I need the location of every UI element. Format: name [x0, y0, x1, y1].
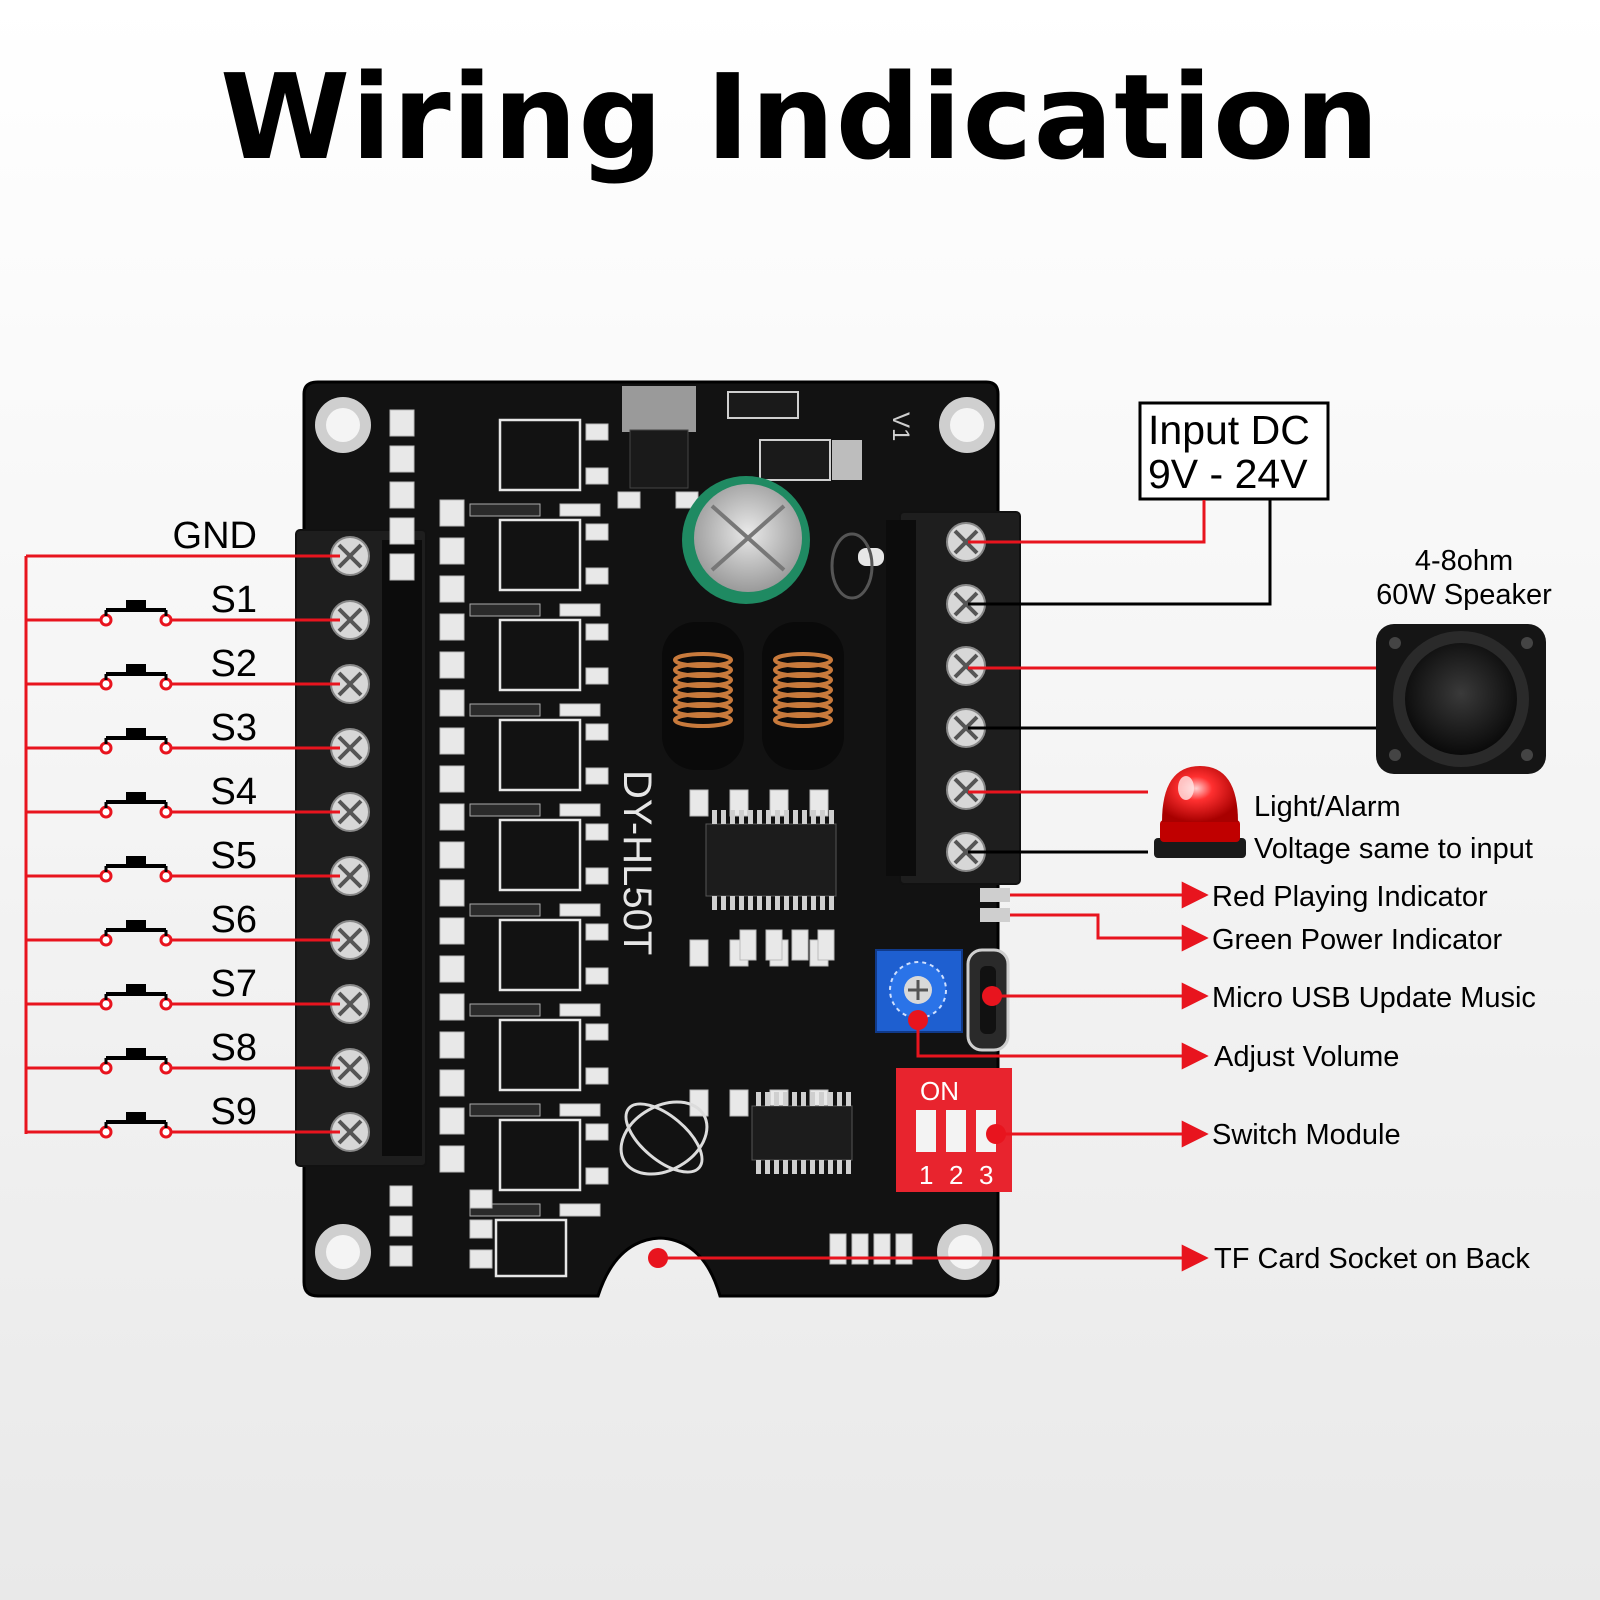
micro-usb-label: Micro USB Update Music — [1212, 982, 1536, 1014]
terminal-label-s3: S3 — [211, 707, 257, 749]
push-button-switch-icon — [99, 856, 173, 883]
dip-number-2: 2 — [949, 1160, 963, 1190]
diode — [727, 391, 862, 481]
terminal-wire-s8 — [26, 1048, 340, 1075]
terminal-screw — [330, 728, 370, 768]
input-dc-box: Input DC 9V - 24V — [1138, 401, 1330, 501]
left-wiring — [24, 554, 340, 1139]
terminal-screw — [330, 792, 370, 832]
terminal-label-s8: S8 — [211, 1027, 257, 1069]
green-indicator-pointer — [1010, 913, 1209, 952]
input-dc-label: Input DC — [1148, 407, 1310, 453]
push-button-switch-icon — [99, 1048, 173, 1075]
decoder-chip — [751, 1092, 853, 1174]
electrolytic-capacitor — [682, 476, 810, 604]
left-terminal-block — [295, 529, 427, 1167]
speaker-power-label: 60W Speaker — [1376, 579, 1552, 611]
terminal-label-s2: S2 — [211, 643, 257, 685]
terminal-screw — [946, 770, 986, 810]
terminal-screw — [330, 600, 370, 640]
dip-toggle-2[interactable] — [946, 1110, 966, 1152]
page-title: Wiring Indication — [219, 48, 1381, 186]
terminal-label-s9: S9 — [211, 1091, 257, 1133]
input-dc-voltage: 9V - 24V — [1148, 451, 1308, 497]
test-pads — [830, 532, 884, 600]
tf-card-label: TF Card Socket on Back — [1214, 1243, 1530, 1275]
inductor-right — [762, 622, 844, 770]
speaker-impedance-label: 4-8ohm — [1415, 545, 1513, 577]
mounting-hole — [315, 397, 371, 453]
inductor-left — [662, 622, 744, 770]
push-button-switch-icon — [99, 920, 173, 947]
terminal-screw — [946, 832, 986, 872]
regulator-chip — [617, 386, 699, 509]
light-voltage-label: Voltage same to input — [1254, 833, 1533, 865]
terminal-wire-s4 — [26, 792, 340, 819]
volume-pointer — [916, 1020, 1209, 1070]
dip-toggle-1[interactable] — [916, 1110, 936, 1152]
push-button-switch-icon — [99, 664, 173, 691]
dc-positive-wire — [968, 500, 1206, 544]
terminal-wire-s7 — [26, 984, 340, 1011]
green-power-led — [980, 908, 1010, 922]
push-button-switch-icon — [99, 792, 173, 819]
terminal-label-s5: S5 — [211, 835, 257, 877]
red-indicator-label: Red Playing Indicator — [1212, 881, 1488, 913]
terminal-label-s7: S7 — [211, 963, 257, 1005]
smd-component-array — [389, 409, 913, 1278]
terminal-label-s6: S6 — [211, 899, 257, 941]
speaker-icon — [1376, 624, 1546, 774]
terminal-label-s4: S4 — [211, 771, 257, 813]
dip-on-label: ON — [920, 1076, 959, 1106]
push-button-switch-icon — [99, 600, 173, 627]
push-button-switch-icon — [99, 984, 173, 1011]
pcb-board: DY-HL50T V1 ON 1 2 — [295, 380, 1021, 1298]
mounting-hole — [937, 1224, 993, 1280]
terminal-wire-s5 — [26, 856, 340, 883]
terminal-screw — [946, 646, 986, 686]
red-playing-led — [980, 888, 1010, 902]
mounting-hole — [939, 397, 995, 453]
terminal-screw — [330, 984, 370, 1024]
push-button-switch-icon — [99, 728, 173, 755]
alarm-light-icon — [1154, 766, 1246, 858]
light-alarm-label: Light/Alarm — [1254, 791, 1401, 823]
green-indicator-label: Green Power Indicator — [1212, 924, 1502, 956]
terminal-wire-s6 — [26, 920, 340, 947]
dc-negative-wire — [968, 500, 1272, 606]
board-version-label: V1 — [887, 412, 914, 441]
terminal-screw — [330, 1112, 370, 1152]
dip-number-1: 1 — [919, 1160, 933, 1190]
terminal-screw — [946, 708, 986, 748]
terminal-label-gnd: GND — [173, 515, 257, 557]
dip-number-3: 3 — [979, 1160, 993, 1190]
terminal-screw — [330, 536, 370, 576]
push-button-switch-icon — [99, 1112, 173, 1139]
board-logo — [619, 1100, 709, 1176]
terminal-label-s1: S1 — [211, 579, 257, 621]
right-terminal-block — [886, 511, 1021, 885]
switch-module-label: Switch Module — [1212, 1119, 1401, 1151]
amplifier-chip — [705, 810, 837, 910]
board-model-label: DY-HL50T — [615, 770, 659, 955]
mounting-hole — [315, 1224, 371, 1280]
left-terminal-screws — [330, 536, 370, 1152]
adjust-volume-label: Adjust Volume — [1214, 1041, 1399, 1073]
terminal-wire-s1 — [26, 600, 340, 627]
terminal-wire-s3 — [26, 728, 340, 755]
right-terminal-screws — [946, 522, 986, 872]
terminal-wire-s2 — [26, 664, 340, 691]
terminal-wire-s9 — [26, 1112, 340, 1139]
terminal-screw — [330, 664, 370, 704]
